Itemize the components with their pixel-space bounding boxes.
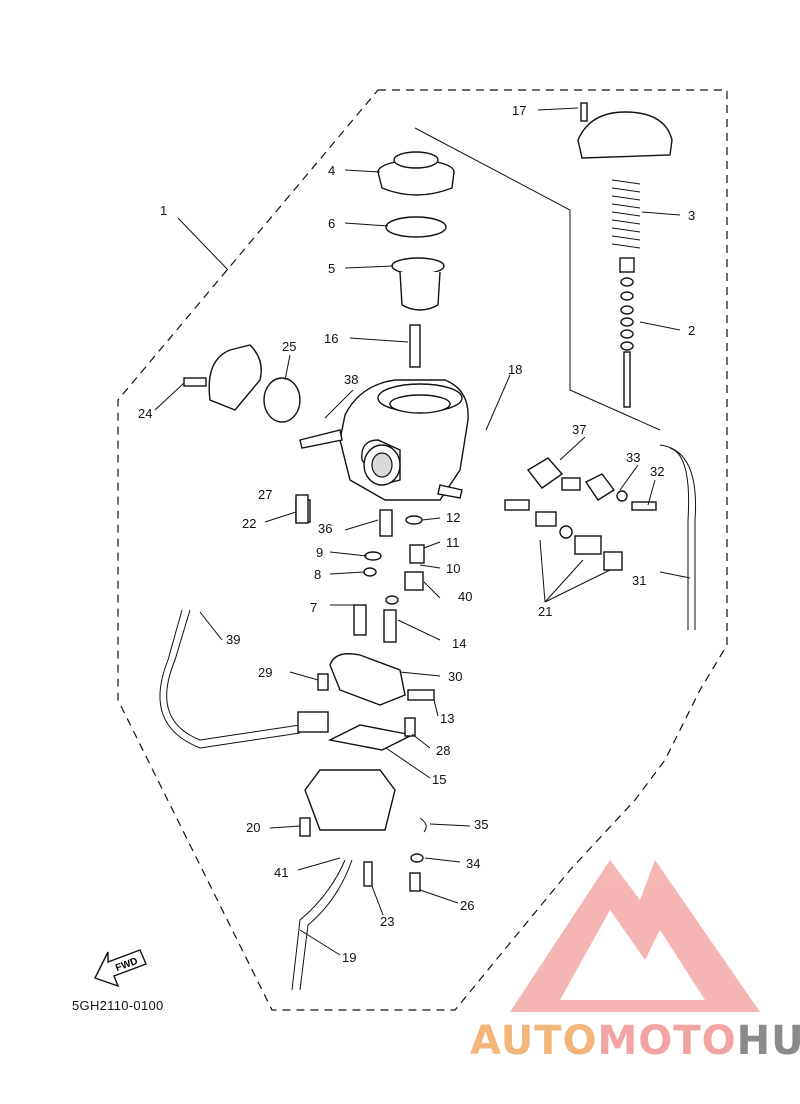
fwd-arrow: FWD bbox=[94, 949, 147, 988]
callout-14: 14 bbox=[452, 636, 466, 651]
piston-valve bbox=[391, 257, 445, 311]
washer-34 bbox=[410, 853, 424, 863]
callout-10: 10 bbox=[446, 561, 460, 576]
callout-1: 1 bbox=[160, 203, 167, 218]
callout-13: 13 bbox=[440, 711, 454, 726]
callout-34: 34 bbox=[466, 856, 480, 871]
bolt-20 bbox=[299, 817, 311, 837]
clip-35 bbox=[419, 817, 427, 833]
callout-5: 5 bbox=[328, 261, 335, 276]
diaphragm-cover bbox=[377, 151, 455, 196]
callout-2: 2 bbox=[688, 323, 695, 338]
callout-8: 8 bbox=[314, 567, 321, 582]
drain-hose-19 bbox=[291, 859, 353, 991]
brand-logo-icon bbox=[510, 860, 760, 1012]
float-30 bbox=[329, 653, 406, 706]
brand-part-hub: HUB bbox=[736, 1018, 800, 1064]
callout-labels: 1 2 3 4 5 6 7 8 9 10 11 12 13 14 15 16 1… bbox=[138, 103, 695, 965]
carburetor-body bbox=[299, 379, 469, 501]
callout-22: 22 bbox=[242, 516, 256, 531]
jet-needle bbox=[409, 324, 421, 368]
screw-23 bbox=[363, 861, 373, 887]
callout-11: 11 bbox=[446, 535, 460, 550]
pipe-13 bbox=[407, 689, 435, 701]
callout-15: 15 bbox=[432, 772, 446, 787]
callout-3: 3 bbox=[688, 208, 695, 223]
callout-36: 36 bbox=[318, 521, 332, 536]
callout-20: 20 bbox=[246, 820, 260, 835]
callout-17: 17 bbox=[512, 103, 526, 118]
callout-31: 31 bbox=[632, 573, 646, 588]
o-ring-6 bbox=[385, 216, 447, 238]
gasket bbox=[208, 344, 262, 411]
callout-21: 21 bbox=[538, 604, 552, 619]
bolt-24 bbox=[183, 377, 207, 387]
callout-7: 7 bbox=[310, 600, 317, 615]
o-ring-25 bbox=[263, 377, 301, 423]
bolt-29 bbox=[317, 673, 329, 691]
callout-12: 12 bbox=[446, 510, 460, 525]
callout-27: 27 bbox=[258, 487, 272, 502]
bolt-28 bbox=[404, 717, 416, 737]
diagram-code: 5GH2110-0100 bbox=[72, 998, 164, 1013]
fuel-hose-31 bbox=[659, 444, 697, 630]
callout-33: 33 bbox=[626, 450, 640, 465]
callout-26: 26 bbox=[460, 898, 474, 913]
callout-4: 4 bbox=[328, 163, 335, 178]
cable-end bbox=[297, 711, 329, 733]
callout-16: 16 bbox=[324, 331, 338, 346]
float-bowl bbox=[304, 769, 396, 831]
callout-9: 9 bbox=[316, 545, 323, 560]
brand-part-auto: AUTO bbox=[470, 1018, 598, 1064]
callout-6: 6 bbox=[328, 216, 335, 231]
bolt-22 bbox=[295, 494, 309, 524]
callout-29: 29 bbox=[258, 665, 272, 680]
callout-39: 39 bbox=[226, 632, 240, 647]
callout-19: 19 bbox=[342, 950, 356, 965]
throttle-cable bbox=[159, 609, 301, 749]
brand-watermark: AUTOMOTOHUB bbox=[470, 1018, 800, 1064]
spring bbox=[611, 179, 641, 249]
callout-30: 30 bbox=[448, 669, 462, 684]
callout-32: 32 bbox=[650, 464, 664, 479]
callout-24: 24 bbox=[138, 406, 152, 421]
callout-25: 25 bbox=[282, 339, 296, 354]
bolt-26 bbox=[409, 872, 421, 892]
gasket-15 bbox=[327, 724, 415, 751]
leader-lines bbox=[154, 107, 691, 956]
callout-37: 37 bbox=[572, 422, 586, 437]
top-cap bbox=[577, 102, 673, 159]
callout-18: 18 bbox=[508, 362, 522, 377]
callout-40: 40 bbox=[458, 589, 472, 604]
brand-part-moto: MOTO bbox=[597, 1018, 737, 1064]
callout-41: 41 bbox=[274, 865, 288, 880]
callout-38: 38 bbox=[344, 372, 358, 387]
needle-parts-stack bbox=[619, 257, 635, 408]
mixture-screw-assembly bbox=[504, 457, 657, 571]
callout-28: 28 bbox=[436, 743, 450, 758]
callout-23: 23 bbox=[380, 914, 394, 929]
callout-35: 35 bbox=[474, 817, 488, 832]
